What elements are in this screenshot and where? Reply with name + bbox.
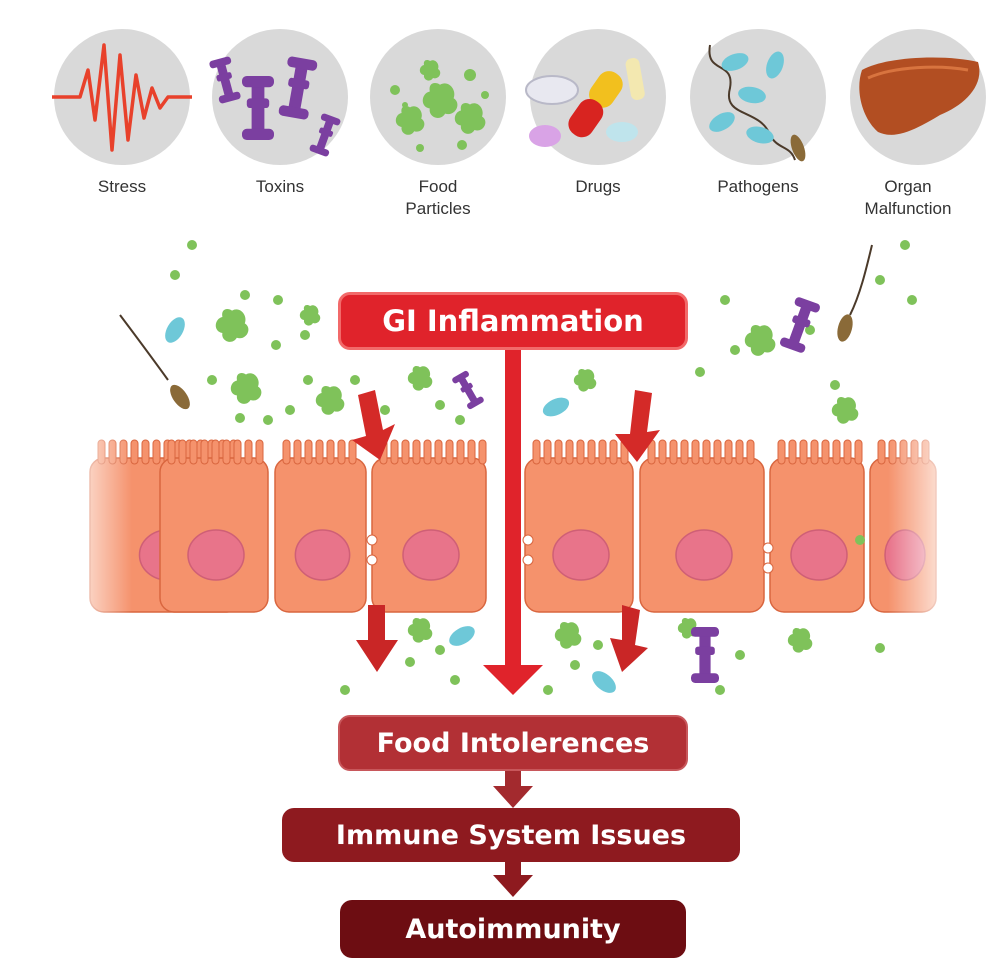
food-particle-dot <box>543 685 553 695</box>
bacterium <box>539 393 573 421</box>
food-particle-dot <box>303 375 313 385</box>
flow-arrows <box>352 345 660 897</box>
pathogen-head <box>837 314 853 342</box>
food-particle-dot <box>271 340 281 350</box>
food-particle-dot <box>300 330 310 340</box>
food-particle-dot <box>435 400 445 410</box>
gi-inflammation-box: GI Inflammation <box>338 292 688 350</box>
label-organ-malfunction: Organ Malfunction <box>864 177 952 218</box>
toxin-molecule <box>691 627 719 683</box>
exit-arrow-left <box>356 605 398 672</box>
food-particle-dot <box>450 675 460 685</box>
food-particle-dot <box>735 650 745 660</box>
bacterium <box>588 666 620 698</box>
label-pathogens: Pathogens <box>717 177 799 196</box>
bacterium <box>161 313 189 347</box>
label-drugs: Drugs <box>575 177 621 196</box>
food-particle <box>215 309 249 342</box>
food-particle-dot <box>207 375 217 385</box>
toxin-molecule <box>451 369 485 411</box>
food-particle-dot <box>593 640 603 650</box>
label-stress: Stress <box>97 177 147 196</box>
food-particle-dot <box>900 240 910 250</box>
label-toxins: Toxins <box>255 177 305 196</box>
stress-icon <box>52 29 192 165</box>
immune-system-issues-box: Immune System Issues <box>282 808 740 862</box>
pathogen-tail <box>849 244 873 316</box>
food-particle <box>407 366 433 391</box>
toxin-molecule <box>778 296 822 354</box>
food-particle <box>831 397 859 424</box>
food-particle-dot <box>907 295 917 305</box>
food-particles-icon <box>370 29 506 165</box>
icon-row <box>52 29 986 165</box>
food-particle-dot <box>715 685 725 695</box>
food-particle <box>230 373 262 404</box>
pathogen-tail <box>119 314 169 381</box>
food-particle <box>299 305 321 326</box>
food-particle-dot <box>435 645 445 655</box>
label-food-particles: Food Particles <box>405 177 471 218</box>
entry-arrow-right <box>615 390 660 462</box>
food-particle-dot <box>455 415 465 425</box>
food-particle-dot <box>285 405 295 415</box>
food-particle-dot <box>187 240 197 250</box>
connector-2 <box>493 858 533 897</box>
food-particle-dot <box>380 405 390 415</box>
liver-icon <box>850 29 986 165</box>
exit-arrow-right <box>610 605 648 672</box>
connector-1 <box>493 768 533 808</box>
food-particle-dot <box>855 535 865 545</box>
food-particle-dot <box>340 685 350 695</box>
toxin-molecules-icon <box>208 29 348 165</box>
food-particle <box>315 386 345 415</box>
food-particle-dot <box>273 295 283 305</box>
food-particle-dot <box>240 290 250 300</box>
autoimmunity-box: Autoimmunity <box>340 900 686 958</box>
food-particle <box>744 325 776 356</box>
pathogens-icon <box>690 29 826 165</box>
food-particle-dot <box>830 380 840 390</box>
food-particle-dot <box>730 345 740 355</box>
epithelial-cell-layer <box>60 430 960 630</box>
food-particle-dot <box>263 415 273 425</box>
food-particle-dot <box>720 295 730 305</box>
pathogen-head <box>170 384 190 410</box>
food-particle-dot <box>875 275 885 285</box>
food-particle-dot <box>350 375 360 385</box>
food-particle-dot <box>875 643 885 653</box>
food-particle-dot <box>695 367 705 377</box>
pills-icon <box>525 29 666 165</box>
main-arrow-shaft <box>505 345 521 670</box>
entry-arrow-left <box>352 390 395 460</box>
food-particle-dot <box>235 413 245 423</box>
food-particle-dot <box>405 657 415 667</box>
food-particle-dot <box>805 325 815 335</box>
food-particle <box>787 628 813 653</box>
food-particle-dot <box>170 270 180 280</box>
food-particle <box>573 369 597 392</box>
main-arrow-head <box>483 665 543 695</box>
food-particle-dot <box>570 660 580 670</box>
food-intolerences-box: Food Intolerences <box>338 715 688 771</box>
particle-scatter <box>119 240 917 698</box>
